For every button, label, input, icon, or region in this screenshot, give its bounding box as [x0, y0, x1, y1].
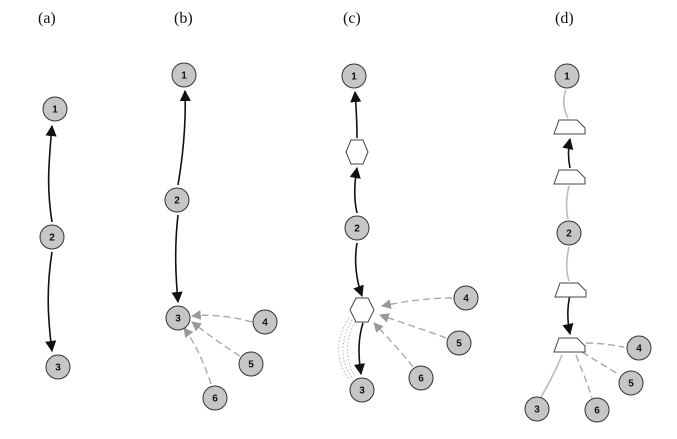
panel-b-edge-4-3 — [191, 310, 253, 323]
panel-d-node-3-label: 3 — [534, 405, 540, 416]
panel-c-edge-dotted-1 — [347, 321, 356, 377]
panel-b-node-6-label: 6 — [212, 394, 218, 405]
panel-d-node-5: 5 — [618, 370, 644, 396]
panel-d-trapezoid-4 — [553, 337, 586, 353]
panel-c-node-2: 2 — [344, 215, 370, 241]
panel-d-node-3: 3 — [524, 396, 550, 422]
panel-b-node-3-label: 3 — [175, 314, 181, 325]
panel-b-node-6: 6 — [202, 385, 228, 411]
panel-c-edge-dotted-2 — [342, 319, 353, 379]
panel-d-node-4: 4 — [626, 335, 652, 361]
panel-d-edge-trap4-5 — [581, 351, 619, 375]
panel-d-edge-trap4-6 — [575, 354, 593, 399]
panel-b-node-1-label: 1 — [181, 71, 187, 82]
panel-d-node-6-label: 6 — [594, 406, 600, 417]
panel-c-label: (c) — [343, 10, 361, 27]
panel-b-edge-5-3 — [191, 321, 241, 357]
panel-c: (c) 1 2 3 4 — [338, 10, 479, 403]
panel-a-edge-2-3 — [45, 251, 57, 353]
panel-d-node-1-label: 1 — [564, 72, 570, 83]
panel-c-node-4: 4 — [453, 285, 479, 311]
panel-d-node-2: 2 — [556, 220, 582, 246]
panel-c-edge-4-hex2 — [381, 297, 453, 309]
panel-c-edge-hex2-3 — [353, 322, 365, 376]
panel-d-node-4-label: 4 — [636, 344, 642, 355]
panel-d-edge-trap2-2 — [565, 185, 570, 220]
panel-d-trapezoid-1 — [553, 119, 586, 135]
panel-c-edge-2-hex2 — [353, 242, 364, 298]
panel-d: (d) 1 2 3 4 — [524, 10, 652, 423]
panel-a-node-3-label: 3 — [55, 363, 61, 374]
panel-a-node-1-label: 1 — [52, 105, 58, 116]
panel-b-node-5-label: 5 — [248, 360, 254, 371]
panel-d-edge-trap2-trap1 — [562, 137, 574, 169]
panel-c-edge-2-hex1 — [349, 166, 361, 214]
panel-a-node-2: 2 — [39, 224, 65, 250]
panel-c-node-6: 6 — [408, 365, 434, 391]
panel-b-node-1: 1 — [171, 62, 197, 88]
panel-d-trapezoid-2 — [553, 169, 586, 185]
panel-b-node-5: 5 — [238, 351, 264, 377]
panel-c-node-1-label: 1 — [351, 72, 357, 83]
panel-c-node-5-label: 5 — [456, 339, 462, 350]
panel-d-edge-trap4-3 — [540, 354, 563, 398]
panel-b-node-4-label: 4 — [262, 318, 268, 329]
panel-b-node-2: 2 — [164, 187, 190, 213]
panel-d-trapezoid-3 — [554, 282, 587, 298]
panel-a-node-1: 1 — [42, 96, 68, 122]
panel-d-label: (d) — [555, 10, 574, 27]
panel-b-node-3: 3 — [165, 305, 191, 331]
panel-d-node-6: 6 — [584, 397, 610, 423]
panel-a-node-3: 3 — [45, 354, 71, 380]
panel-d-edge-1-trap1 — [563, 89, 569, 119]
panel-d-edge-2-trap3 — [565, 246, 570, 282]
panel-c-node-3: 3 — [349, 377, 375, 403]
panel-b-edge-2-3 — [171, 214, 183, 304]
panel-b-edge-2-1 — [177, 89, 191, 186]
panel-d-node-2-label: 2 — [566, 229, 572, 240]
panel-b-node-2-label: 2 — [174, 196, 180, 207]
panel-a-edge-2-1 — [45, 124, 57, 223]
panel-c-node-1: 1 — [341, 63, 367, 89]
panel-c-hexagon-bottom — [349, 297, 375, 323]
panel-c-hexagon-top — [345, 139, 369, 165]
panel-b: (b) 1 2 3 4 5 6 — [164, 10, 278, 411]
panel-b-label: (b) — [174, 10, 193, 27]
panel-c-node-2-label: 2 — [354, 224, 360, 235]
panel-a-node-2-label: 2 — [49, 233, 55, 244]
panel-d-node-1: 1 — [554, 63, 580, 89]
panel-d-edge-trap3-trap4 — [562, 294, 574, 336]
panel-c-node-6-label: 6 — [418, 374, 424, 385]
panel-d-edge-trap4-4 — [585, 342, 625, 348]
panel-c-node-5: 5 — [446, 330, 472, 356]
panel-c-node-4-label: 4 — [463, 294, 469, 305]
panel-a: (a) 1 2 3 — [38, 10, 71, 380]
panel-c-edge-5-hex2 — [379, 313, 447, 339]
panel-c-edge-hex1-1 — [350, 90, 362, 139]
panel-b-edge-6-3 — [183, 327, 212, 385]
panel-d-node-5-label: 5 — [628, 379, 634, 390]
panel-a-label: (a) — [38, 10, 56, 27]
panel-c-edge-dotted-3 — [338, 317, 351, 381]
panel-b-node-4: 4 — [252, 309, 278, 335]
panel-c-edge-6-hex2 — [373, 322, 414, 368]
panel-c-node-3-label: 3 — [359, 386, 365, 397]
